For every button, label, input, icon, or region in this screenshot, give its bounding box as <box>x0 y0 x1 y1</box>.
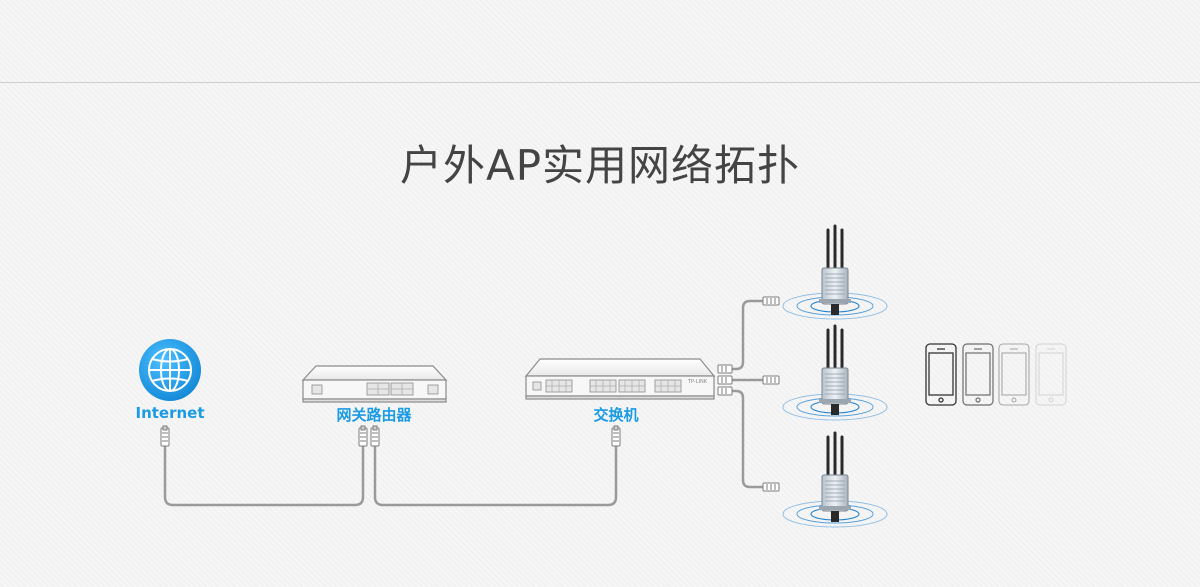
clients <box>925 343 1067 406</box>
connector-internet <box>160 425 170 447</box>
connector-ap-side <box>762 296 780 492</box>
switch-label: 交换机 <box>593 406 639 424</box>
header-divider <box>0 82 1200 83</box>
smartphone-icon <box>1035 343 1067 406</box>
smartphone-icon <box>962 343 994 406</box>
smartphone-icon <box>925 343 957 406</box>
router-icon <box>301 365 448 403</box>
smartphone-icon <box>998 343 1030 406</box>
cables <box>163 299 765 507</box>
internet-label: Internet <box>135 404 205 422</box>
outdoor-ap-icon <box>782 224 888 320</box>
globe-icon <box>139 339 201 401</box>
page-title: 户外AP实用网络拓扑 <box>399 141 801 190</box>
cable-internet-gateway <box>163 444 365 507</box>
connector-switch-bottom <box>611 425 621 447</box>
cable-switch-ap-bottom <box>730 389 765 489</box>
connector-gateway-left <box>358 425 368 447</box>
cable-switch-ap-top <box>730 299 765 371</box>
access-points <box>782 224 888 528</box>
connectors <box>160 296 780 492</box>
switch-icon: TP-LINK <box>524 358 716 400</box>
outdoor-ap-icon <box>782 431 888 528</box>
cable-gateway-switch <box>373 444 618 507</box>
outdoor-ap-icon <box>782 324 888 421</box>
switch-brand-text: TP-LINK <box>687 379 708 385</box>
connector-gateway-right <box>370 425 380 447</box>
gateway-label: 网关路由器 <box>336 406 412 424</box>
connector-switch-side <box>717 364 733 396</box>
